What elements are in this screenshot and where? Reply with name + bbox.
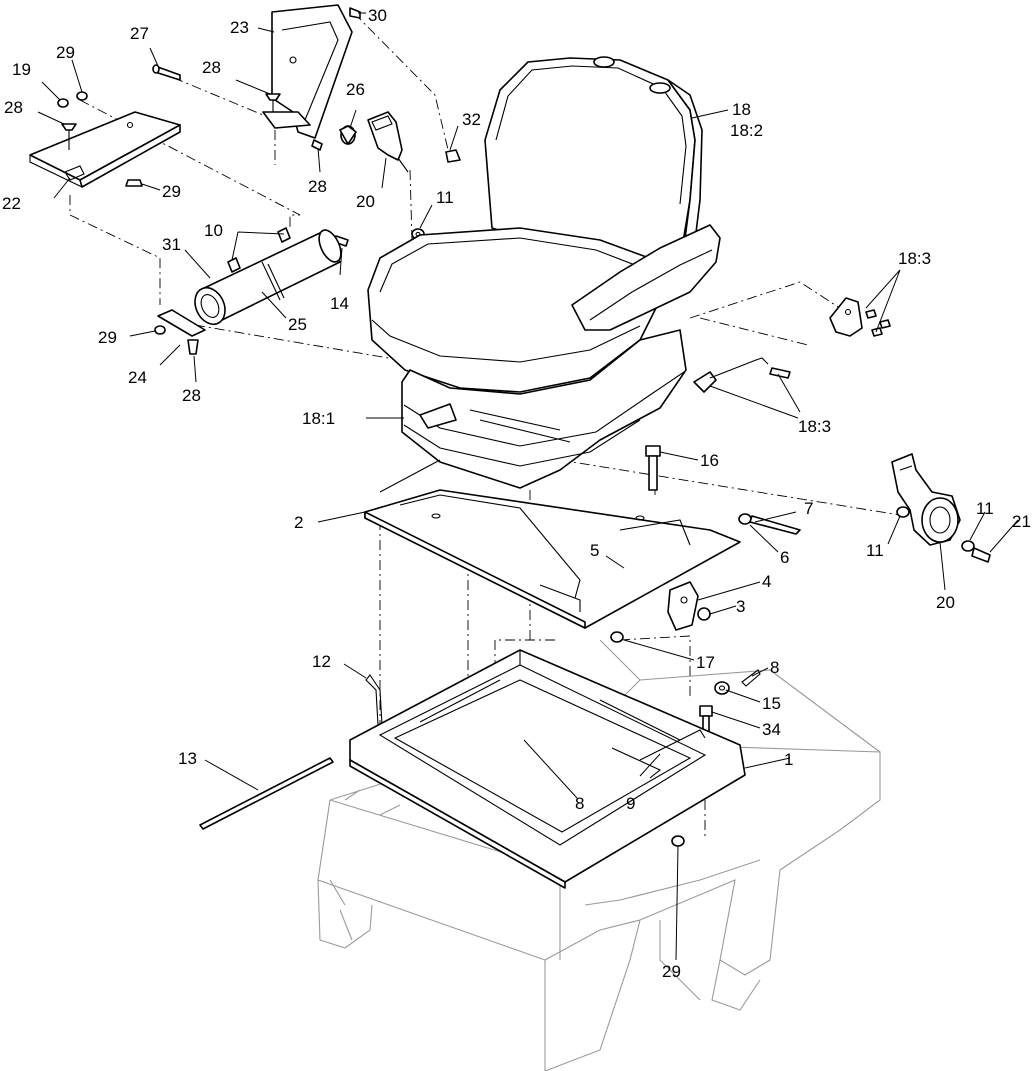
callout-30: 30 [368,6,387,25]
callout-13: 13 [178,749,197,768]
callout-8: 8 [575,794,584,813]
part-18-3-hardware [693,297,891,393]
part-18-seat [367,56,721,489]
callout-20: 20 [936,593,955,612]
callout-6: 6 [780,548,789,567]
callout-12: 12 [312,652,331,671]
callout-4: 4 [762,572,771,591]
callout-25: 25 [288,315,307,334]
callout-32: 32 [462,110,481,129]
part-31-storage-tube [194,227,342,326]
callout-17: 17 [696,653,715,672]
part-20-retractor [891,453,991,563]
callout-7: 7 [804,499,813,518]
callout-18-3: 18:3 [898,249,931,268]
part-23-upright-bracket [262,4,353,139]
callout-18-3: 18:3 [798,417,831,436]
callout-11: 11 [436,188,454,207]
part-24-strap [157,309,206,337]
callout-18-1: 18:1 [302,409,335,428]
part-1-seat-frame [349,649,746,889]
callout-8: 8 [770,658,779,677]
callout-29: 29 [662,962,681,981]
callout-26: 26 [346,80,365,99]
callout-5: 5 [590,541,599,560]
callout-24: 24 [128,368,147,387]
callout-21: 21 [1012,512,1031,531]
callout-2: 2 [294,513,303,532]
callout-16: 16 [700,451,719,470]
callout-1: 1 [784,750,793,769]
part-20-buckle-upper [367,111,409,173]
callout-18: 18 [732,100,751,119]
callout-11: 11 [866,541,884,560]
callout-28: 28 [202,58,221,77]
callout-29: 29 [98,328,117,347]
part-2-seat-plate [364,459,741,629]
callout-18-2: 18:2 [730,121,763,140]
part-4-latch [667,581,699,631]
callout-34: 34 [762,720,781,739]
callout-28: 28 [4,98,23,117]
callout-29: 29 [162,182,181,201]
callout-11: 11 [976,499,994,518]
callout-19: 19 [12,60,31,79]
callout-20: 20 [356,192,375,211]
callout-15: 15 [762,694,781,713]
callout-22: 22 [2,194,21,213]
callout-29: 29 [56,43,75,62]
callout-23: 23 [230,18,249,37]
callout-28: 28 [182,386,201,405]
callout-14: 14 [330,294,349,313]
callout-9: 9 [626,794,635,813]
callout-10: 10 [204,221,223,240]
part-22-bracket-plate [29,111,181,188]
callout-3: 3 [736,597,745,616]
callout-28: 28 [308,177,327,196]
callout-31: 31 [162,235,181,254]
callout-labels: 30 23 27 29 19 28 28 26 32 18 18:2 22 29… [2,6,1031,981]
callout-27: 27 [130,24,149,43]
leader-lines [37,12,1019,961]
